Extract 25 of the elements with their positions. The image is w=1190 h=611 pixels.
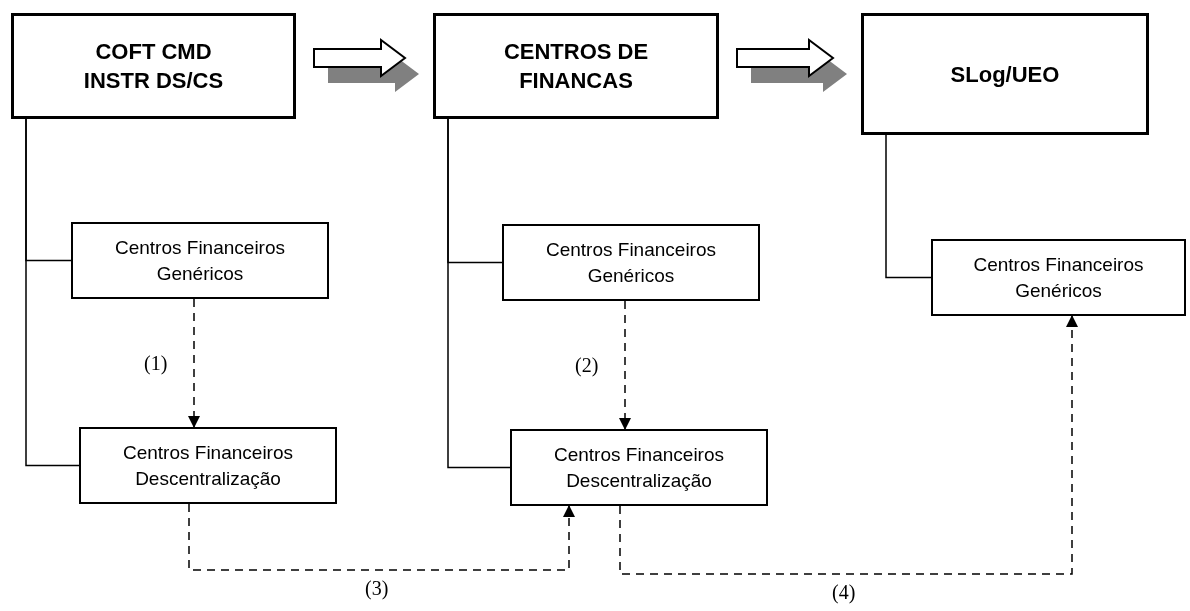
unit-box xyxy=(11,13,296,119)
dashed-arrow xyxy=(188,298,200,428)
unit-box xyxy=(433,13,719,119)
process-box xyxy=(71,222,329,299)
connector-line xyxy=(447,118,511,469)
box-label: COFT CMD INSTR DS/CS xyxy=(82,38,225,95)
process-box xyxy=(79,427,337,504)
block-arrow xyxy=(736,38,847,92)
process-box xyxy=(931,239,1186,316)
box-label: Centros Financeiros Genéricos xyxy=(545,237,717,288)
dashed-arrow xyxy=(188,503,575,571)
box-label: Centros Financeiros Descentralização xyxy=(553,442,725,493)
box-label: Centros Financeiros Genéricos xyxy=(114,235,286,286)
connector-line xyxy=(25,118,80,467)
connector-line xyxy=(885,134,932,279)
box-label: SLog/UEO xyxy=(949,60,1061,89)
process-box xyxy=(502,224,760,301)
box-label: CENTROS DE FINANCAS xyxy=(502,38,650,95)
unit-box xyxy=(861,13,1149,135)
dashed-arrow xyxy=(619,315,1078,575)
box-label: Centros Financeiros Descentralização xyxy=(122,440,294,491)
process-box xyxy=(510,429,768,506)
dashed-arrow xyxy=(619,300,631,430)
block-arrow xyxy=(313,38,419,92)
box-label: Centros Financeiros Genéricos xyxy=(972,252,1145,303)
